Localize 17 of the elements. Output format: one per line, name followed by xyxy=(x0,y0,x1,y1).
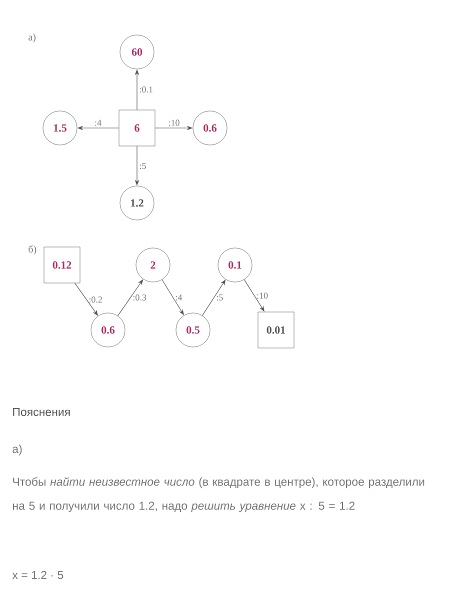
edge-label: :10 xyxy=(257,292,268,299)
edge-label: :5 xyxy=(216,294,223,300)
part-label: а) xyxy=(12,444,22,456)
part-label: а) xyxy=(28,33,36,43)
edge-label: :0.1 xyxy=(140,86,152,93)
edge-label: :5 xyxy=(140,162,146,169)
number-box: 0.01 xyxy=(258,312,294,348)
edge-label: :0.3 xyxy=(133,294,146,301)
section-heading: Пояснения xyxy=(13,408,70,416)
edge-label: :4 xyxy=(176,294,182,301)
equation: x = 1.2 · 5 xyxy=(12,570,64,580)
number-box: 6 xyxy=(118,110,156,146)
edge-label: :4 xyxy=(95,120,102,126)
edge-label: :0.2 xyxy=(89,296,102,303)
edge-label: :10 xyxy=(168,120,180,126)
paragraph: Чтобы найти неизвестное число (в квадрате в центре), которое разделили на 5 и получили число 1.2, надо решить уравнение x : 5 = 1.2 xyxy=(13,477,424,512)
number-box: 0.12 xyxy=(44,246,80,284)
